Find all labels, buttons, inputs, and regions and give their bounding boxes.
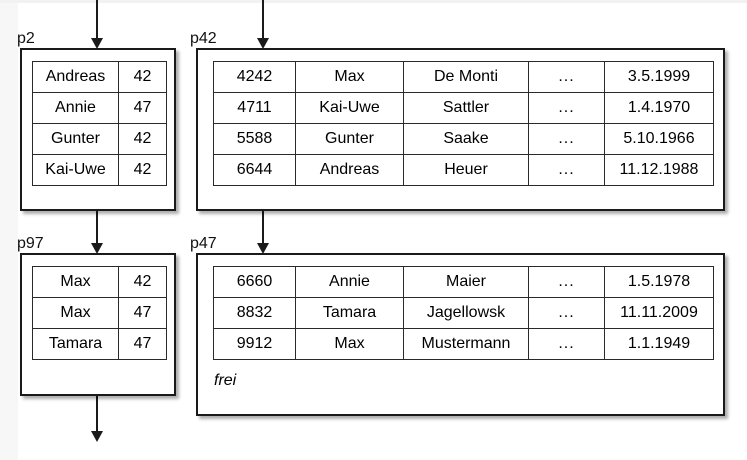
cell-firstname: Kai-Uwe xyxy=(295,92,404,124)
cell-lastname: Sattler xyxy=(403,92,529,124)
cell-firstname: Andreas xyxy=(295,154,404,186)
table-row[interactable]: 5588 Gunter Saake ... 5.10.1966 xyxy=(213,123,714,155)
cell-name: Max xyxy=(32,266,119,298)
table-row[interactable]: 8832 Tamara Jagellowsk ... 11.11.2009 xyxy=(213,297,714,329)
table-row[interactable]: 4242 Max De Monti ... 3.5.1999 xyxy=(213,61,714,93)
cell-date: 1.5.1978 xyxy=(604,266,714,298)
cell-name: Andreas xyxy=(32,61,119,93)
cell-firstname: Annie xyxy=(295,266,404,298)
cell-name: Kai-Uwe xyxy=(32,154,119,186)
cell-more: ... xyxy=(528,61,605,93)
table-row[interactable]: 9912 Max Mustermann ... 1.1.1949 xyxy=(213,328,714,360)
cell-name: Tamara xyxy=(32,328,119,360)
table-row[interactable]: Gunter 42 xyxy=(32,123,167,155)
cell-more: ... xyxy=(528,266,605,298)
table-row[interactable]: 4711 Kai-Uwe Sattler ... 1.4.1970 xyxy=(213,92,714,124)
cell-date: 1.4.1970 xyxy=(604,92,714,124)
cell-date: 1.1.1949 xyxy=(604,328,714,360)
cell-more: ... xyxy=(528,92,605,124)
table-row[interactable]: Max 47 xyxy=(32,297,167,329)
free-space-label: frei xyxy=(214,372,237,389)
cell-bucket: 47 xyxy=(118,92,167,124)
cell-firstname: Tamara xyxy=(295,297,404,329)
index-table-p97: Max 42 Max 47 Tamara 47 xyxy=(32,266,167,360)
cell-firstname: Gunter xyxy=(295,123,404,155)
cell-lastname: Jagellowsk xyxy=(403,297,529,329)
data-table-p47: 6660 Annie Maier ... 1.5.1978 8832 Tamar… xyxy=(213,266,714,360)
page-box-p97[interactable]: Max 42 Max 47 Tamara 47 xyxy=(20,253,176,396)
cell-bucket: 42 xyxy=(118,61,167,93)
cell-bucket: 42 xyxy=(118,266,167,298)
table-row[interactable]: Kai-Uwe 42 xyxy=(32,154,167,186)
cell-date: 3.5.1999 xyxy=(604,61,714,93)
cell-id: 4242 xyxy=(213,61,296,93)
cell-more: ... xyxy=(528,123,605,155)
cell-name: Gunter xyxy=(32,123,119,155)
table-row[interactable]: 6660 Annie Maier ... 1.5.1978 xyxy=(213,266,714,298)
cell-date: 11.12.1988 xyxy=(604,154,714,186)
page-box-p42[interactable]: 4242 Max De Monti ... 3.5.1999 4711 Kai-… xyxy=(196,48,725,211)
table-row[interactable]: Tamara 47 xyxy=(32,328,167,360)
cell-bucket: 42 xyxy=(118,154,167,186)
cell-bucket: 47 xyxy=(118,328,167,360)
cell-lastname: De Monti xyxy=(403,61,529,93)
cell-bucket: 47 xyxy=(118,297,167,329)
cell-id: 8832 xyxy=(213,297,296,329)
page-label-p97: p97 xyxy=(17,235,44,252)
cell-id: 5588 xyxy=(213,123,296,155)
cell-more: ... xyxy=(528,328,605,360)
arrow-out-of-p97 xyxy=(89,396,105,442)
page-label-p2: p2 xyxy=(17,30,35,47)
page-box-p47[interactable]: 6660 Annie Maier ... 1.5.1978 8832 Tamar… xyxy=(196,253,725,416)
page-label-p47: p47 xyxy=(190,235,217,252)
cell-more: ... xyxy=(528,297,605,329)
cell-more: ... xyxy=(528,154,605,186)
arrow-into-p47 xyxy=(255,211,271,254)
page-label-p42: p42 xyxy=(190,30,217,47)
cell-id: 9912 xyxy=(213,328,296,360)
cell-lastname: Mustermann xyxy=(403,328,529,360)
cell-name: Max xyxy=(32,297,119,329)
table-row[interactable]: 6644 Andreas Heuer ... 11.12.1988 xyxy=(213,154,714,186)
table-row[interactable]: Andreas 42 xyxy=(32,61,167,93)
cell-date: 11.11.2009 xyxy=(604,297,714,329)
table-row[interactable]: Max 42 xyxy=(32,266,167,298)
cell-lastname: Heuer xyxy=(403,154,529,186)
cell-id: 4711 xyxy=(213,92,296,124)
arrow-into-p2 xyxy=(89,0,105,49)
cell-lastname: Saake xyxy=(403,123,529,155)
cell-lastname: Maier xyxy=(403,266,529,298)
page-box-p2[interactable]: Andreas 42 Annie 47 Gunter 42 Kai-Uwe 42 xyxy=(20,48,176,211)
arrow-into-p42 xyxy=(255,0,271,49)
cell-bucket: 42 xyxy=(118,123,167,155)
cell-name: Annie xyxy=(32,92,119,124)
canvas-top-edge xyxy=(0,0,747,3)
cell-date: 5.10.1966 xyxy=(604,123,714,155)
table-row[interactable]: Annie 47 xyxy=(32,92,167,124)
canvas-left-edge xyxy=(0,0,18,460)
index-table-p2: Andreas 42 Annie 47 Gunter 42 Kai-Uwe 42 xyxy=(32,61,167,186)
cell-firstname: Max xyxy=(295,61,404,93)
cell-id: 6644 xyxy=(213,154,296,186)
cell-id: 6660 xyxy=(213,266,296,298)
data-table-p42: 4242 Max De Monti ... 3.5.1999 4711 Kai-… xyxy=(213,61,714,186)
cell-firstname: Max xyxy=(295,328,404,360)
arrow-p2-to-p97 xyxy=(89,211,105,254)
